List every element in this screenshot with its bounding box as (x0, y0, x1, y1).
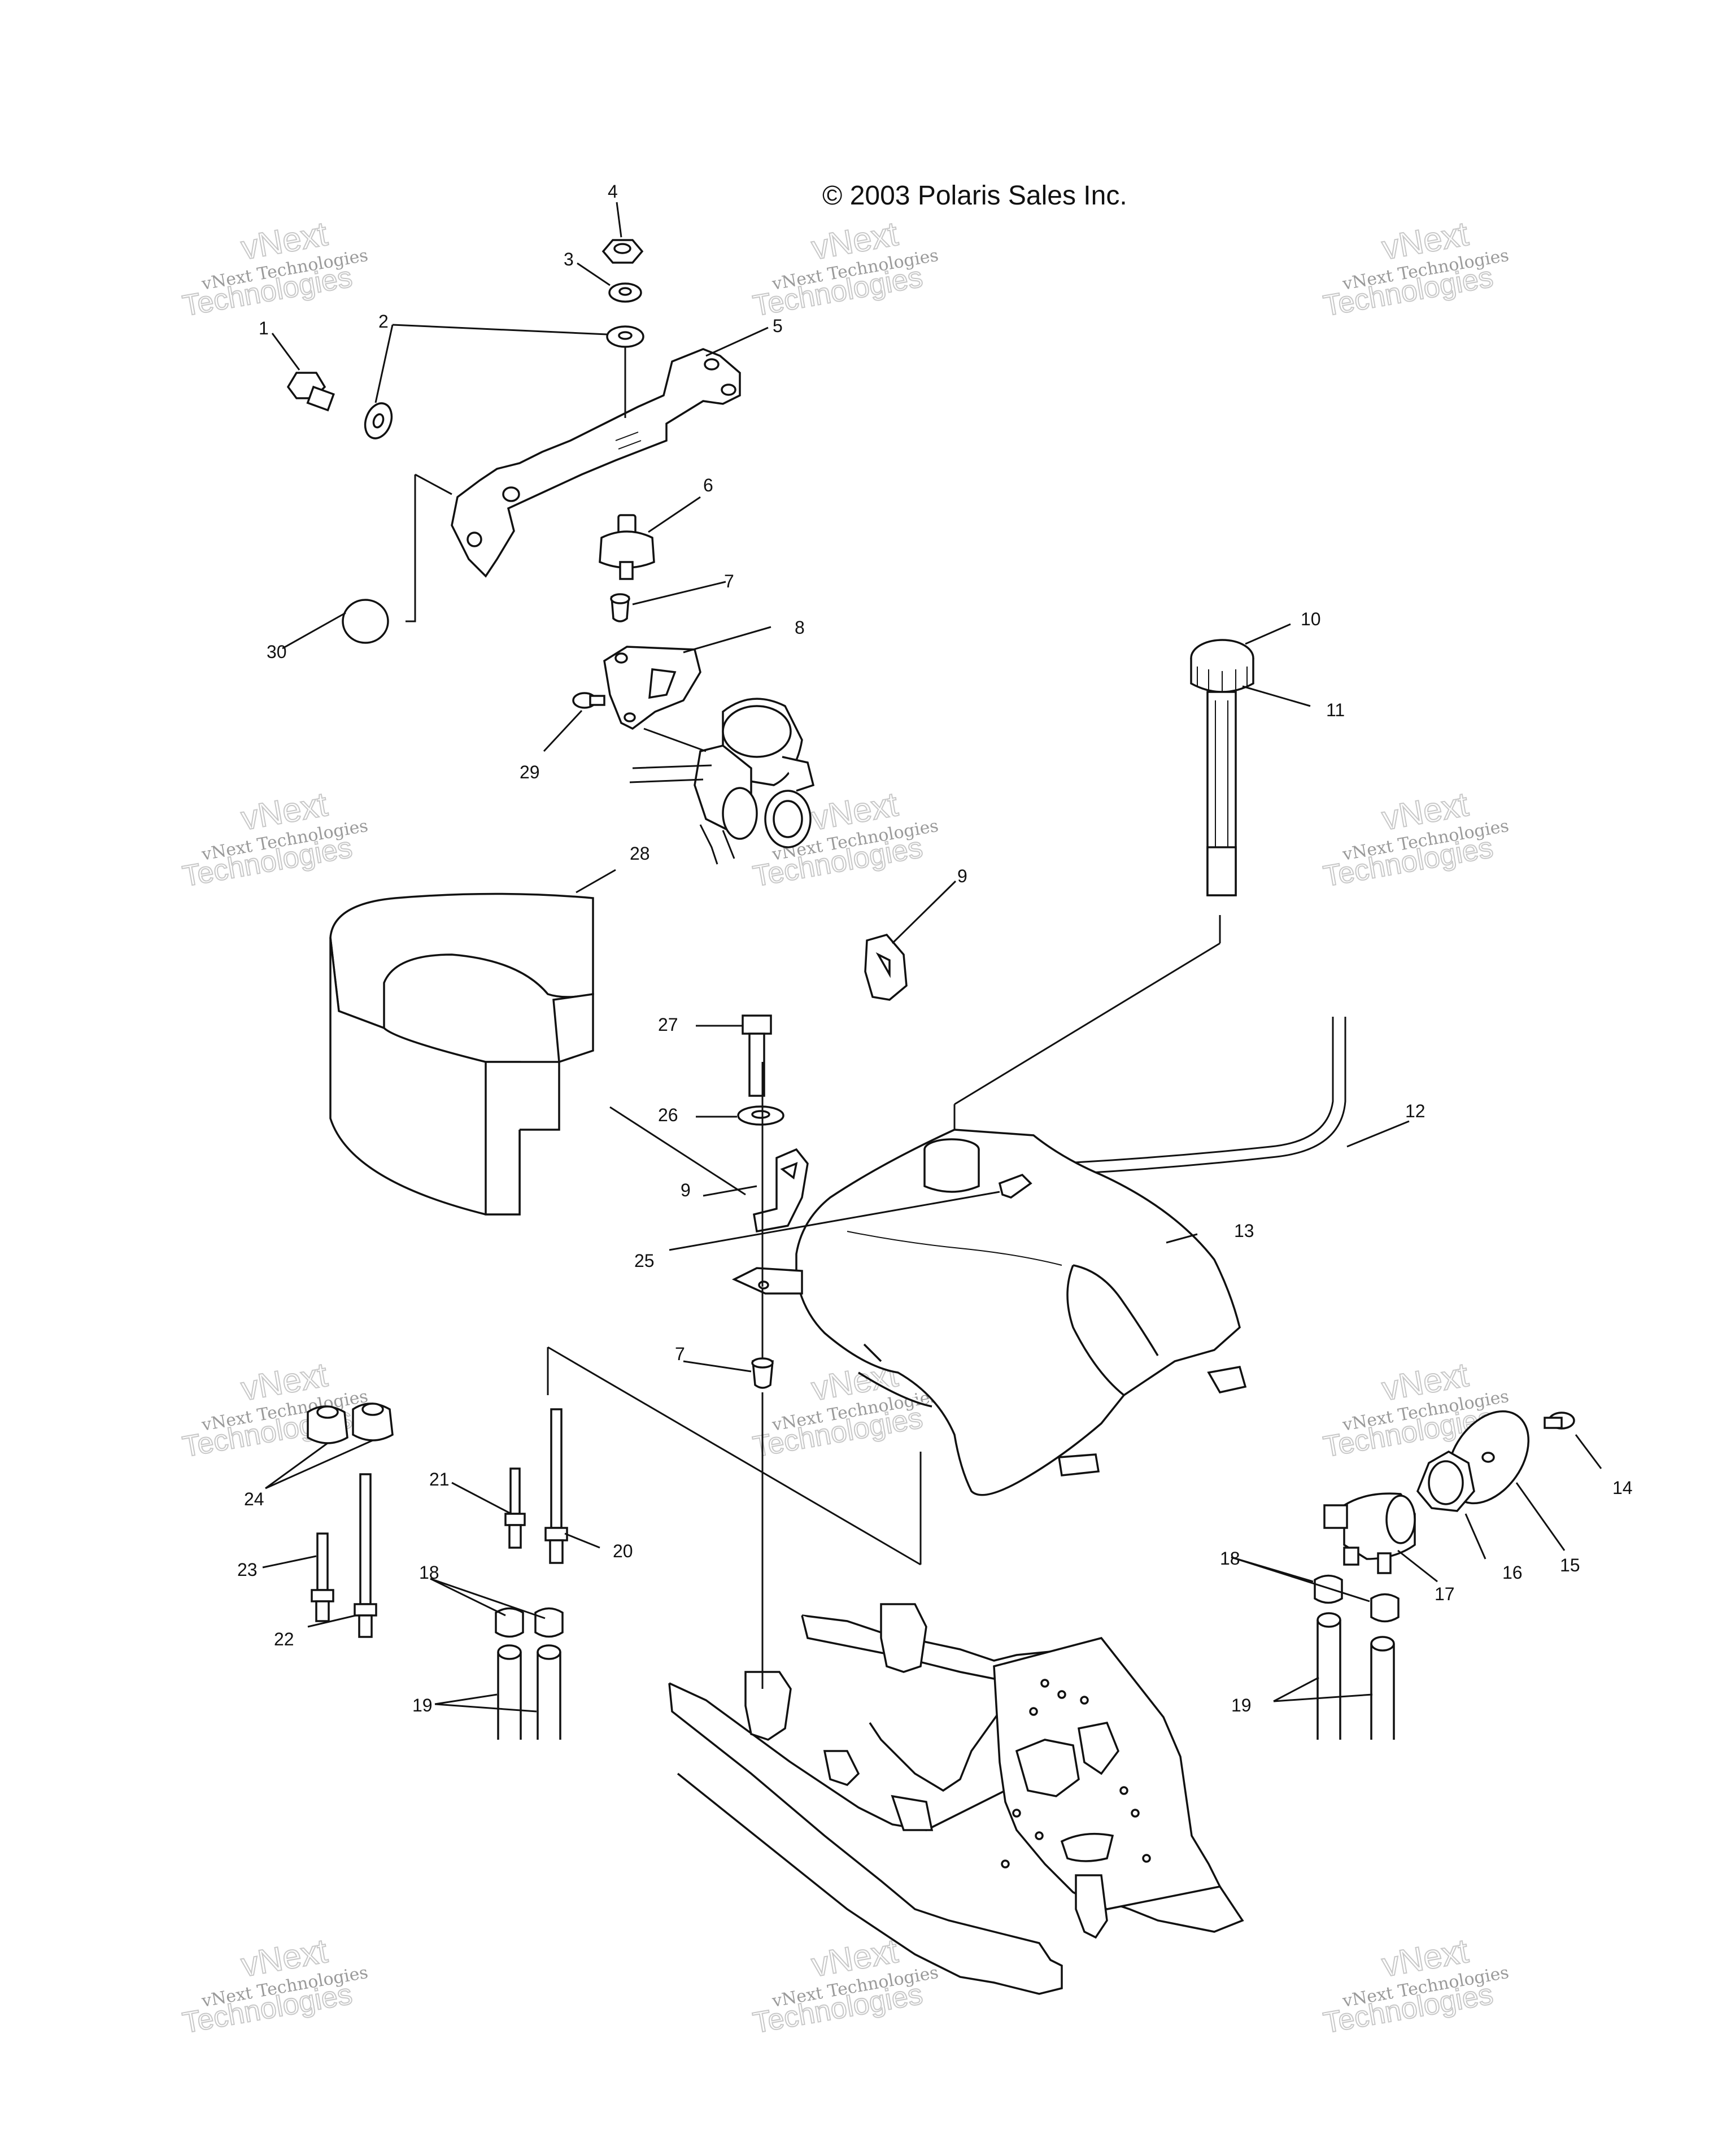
watermark: vNext Technologies vNext Technologies (750, 214, 940, 323)
grommet-part-24-a (307, 1405, 348, 1444)
callout-3: 3 (564, 249, 574, 269)
bracket-part-9-lower (753, 1148, 809, 1233)
callout-23: 23 (237, 1560, 258, 1580)
tube-part-19-right-a (1316, 1612, 1341, 1740)
plug-part-30 (342, 599, 389, 644)
watermark: vNext Technologies vNext Technologies (1320, 214, 1510, 323)
callout-9-upper: 9 (957, 866, 967, 886)
callout-18-left: 18 (419, 1562, 439, 1583)
washer-part-2-left (364, 402, 393, 439)
watermark: vNext Technologies vNext Technologies (180, 214, 369, 323)
stud-part-22 (354, 1473, 377, 1638)
callout-8: 8 (795, 617, 805, 638)
fuel-line-part-12 (1050, 1017, 1346, 1176)
callout-24: 24 (244, 1489, 264, 1509)
callout-2: 2 (378, 311, 389, 332)
vehicle-frame (668, 1603, 1244, 1995)
washer-part-2-top (606, 325, 644, 348)
stud-part-21 (504, 1467, 526, 1549)
mounting-bracket-part-5 (451, 348, 741, 578)
nut-part-7-lower (751, 1357, 774, 1389)
tube-part-19-left-b (537, 1644, 561, 1740)
callout-19-left: 19 (412, 1695, 433, 1715)
callout-19-right: 19 (1231, 1695, 1252, 1715)
callout-20: 20 (613, 1541, 633, 1561)
callout-13: 13 (1234, 1221, 1254, 1241)
washer-part-26 (737, 1105, 784, 1126)
copyright-text: © 2003 Polaris Sales Inc. (822, 181, 1127, 211)
callout-7-lower: 7 (675, 1344, 685, 1364)
lock-washer-part-3 (608, 282, 642, 303)
callout-27: 27 (658, 1014, 678, 1035)
callout-16: 16 (1502, 1562, 1523, 1583)
callout-7-top: 7 (724, 571, 734, 591)
bolt-part-27 (742, 1014, 772, 1097)
callout-labels: 4 3 2 1 5 6 7 8 30 29 10 11 28 9 27 26 1… (237, 181, 1633, 1715)
callout-6: 6 (703, 475, 713, 495)
cap-part-18-left-b (534, 1607, 564, 1638)
cap-part-18-right-a (1314, 1574, 1343, 1604)
watermark: vNext Technologies vNext Technologies (1320, 1931, 1510, 2040)
callout-18-right: 18 (1220, 1548, 1240, 1569)
callout-25: 25 (634, 1251, 655, 1271)
gasket-part-16 (1416, 1450, 1475, 1512)
leader-line (406, 473, 452, 622)
stud-part-23 (311, 1532, 334, 1622)
tube-part-19-left-a (497, 1644, 522, 1740)
nut-part-4 (601, 239, 644, 264)
watermark: vNext Technologies vNext Technologies (180, 1931, 369, 2040)
fuel-cap-part-10 (1190, 639, 1254, 694)
nut-part-7-top (610, 593, 630, 622)
grommet-part-24-b (352, 1403, 394, 1441)
callout-1: 1 (259, 318, 269, 338)
watermark: vNext Technologies vNext Technologies (180, 785, 369, 894)
callout-4: 4 (608, 181, 618, 202)
callout-29: 29 (520, 762, 540, 782)
stud-part-20 (544, 1408, 568, 1564)
bracket-part-9-upper (864, 934, 908, 1001)
callout-21: 21 (429, 1469, 450, 1489)
watermark: vNext Technologies vNext Technologies (180, 1355, 369, 1464)
tube-part-19-right-b (1370, 1636, 1395, 1740)
cap-part-18-right-b (1370, 1593, 1400, 1623)
callout-15: 15 (1560, 1555, 1580, 1575)
screw-part-29 (572, 692, 605, 709)
bumper-part-6 (599, 514, 655, 580)
watermark: vNext Technologies vNext Technologies (1320, 785, 1510, 894)
callout-10: 10 (1301, 609, 1321, 629)
fuel-gauge-part-11 (1206, 691, 1237, 896)
carburetor-body (629, 698, 815, 865)
leader-lines (262, 202, 1602, 1713)
carburetor-plate-part-8 (603, 646, 701, 730)
callout-28: 28 (630, 843, 650, 864)
callout-22: 22 (274, 1629, 294, 1649)
callout-17: 17 (1435, 1584, 1455, 1604)
fuel-tank-part-13 (731, 1129, 1247, 1496)
callout-9-lower: 9 (681, 1180, 691, 1200)
screw-part-14 (1544, 1412, 1575, 1430)
foam-filter-part-28 (329, 892, 594, 1216)
callout-14: 14 (1612, 1478, 1633, 1498)
bolt-part-1 (286, 372, 335, 412)
callout-30: 30 (267, 642, 287, 662)
callout-12: 12 (1405, 1101, 1426, 1121)
fuel-pump-part-17 (1323, 1492, 1416, 1574)
callout-11: 11 (1326, 700, 1345, 720)
callout-5: 5 (773, 316, 783, 336)
callout-26: 26 (658, 1105, 678, 1125)
cap-part-18-left-a (495, 1607, 524, 1638)
